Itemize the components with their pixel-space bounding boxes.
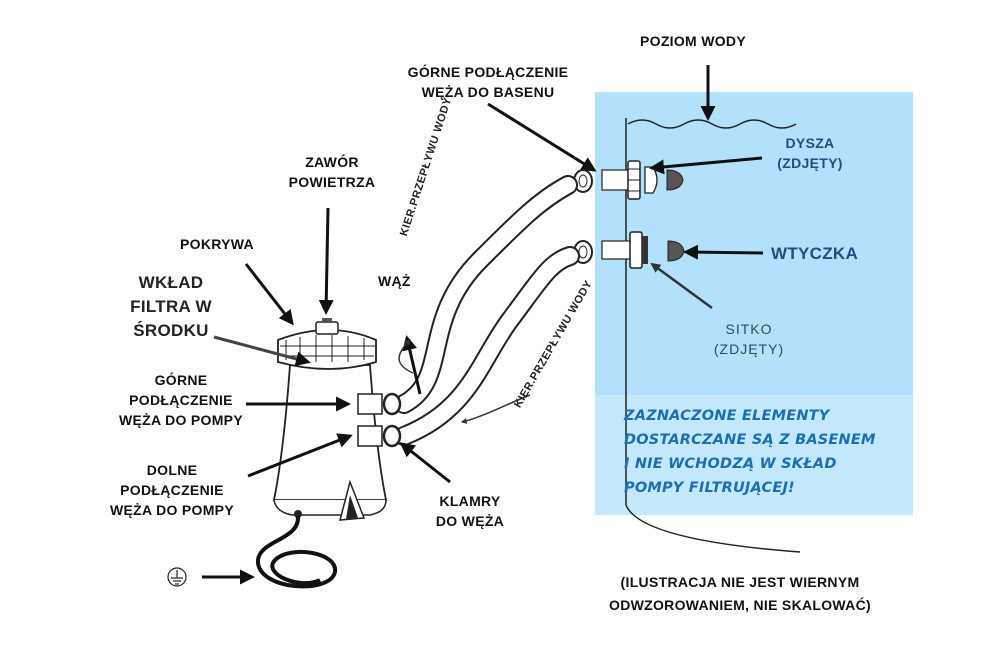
- supplied-with-pool-note: ZAZNACZONE ELEMENTY DOSTARCZANE SĄ Z BAS…: [624, 404, 914, 500]
- clamps-label: KLAMRY DO WĘŻA: [420, 491, 520, 531]
- cover-arrow: [244, 263, 294, 326]
- clamps-line-2: DO WĘŻA: [435, 513, 505, 529]
- lower-pump-label: DOLNE PODŁĄCZENIE WĘŻA DO POMPY: [100, 460, 244, 520]
- water-level-label: POZIOM WODY: [640, 33, 746, 49]
- strainer-line-1: SITKO: [725, 321, 773, 337]
- air-valve-line-1: ZAWÓR: [305, 154, 359, 170]
- disclaimer: (ILUSTRACJA NIE JEST WIERNYM ODWZOROWANI…: [540, 571, 940, 617]
- hose-connector-icon: [573, 169, 593, 264]
- flow-arrow-1: [398, 339, 414, 374]
- note-line-3: I NIE WCHODZĄ W SKŁAD: [624, 456, 837, 472]
- hose-arrow: [402, 335, 422, 395]
- upper-pump-line-1: GÓRNE: [154, 372, 208, 388]
- top-pool-connection-label: GÓRNE PODŁĄCZENIE WĘŻA DO BASENU: [388, 62, 588, 102]
- filter-line-3: ŚRODKU: [133, 321, 209, 340]
- pump-icon: [255, 318, 402, 589]
- plug-label: WTYCZKA: [771, 244, 859, 263]
- upper-pump-label: GÓRNE PODŁĄCZENIE WĘŻA DO POMPY: [118, 370, 244, 430]
- air-valve-arrow: [318, 207, 334, 315]
- disclaimer-line-1: (ILUSTRACJA NIE JEST WIERNYM: [620, 574, 860, 590]
- ground-icon: [167, 567, 187, 587]
- note-line-4: POMPY FILTRUJĄCEJ!: [624, 480, 795, 496]
- top-pool-connection-line-1: GÓRNE PODŁĄCZENIE: [407, 64, 569, 80]
- upper-pump-line-2: PODŁĄCZENIE: [129, 392, 233, 408]
- strainer-icon: [601, 231, 685, 269]
- pool-note-area: [595, 395, 913, 515]
- nozzle-line-2: (ZDJĘTY): [777, 155, 843, 171]
- hose-label: WĄŻ: [378, 273, 411, 289]
- pool-wall: [625, 118, 801, 553]
- top-pool-connection-arrow: [487, 102, 597, 172]
- filter-line-2: FILTRA W: [130, 297, 212, 316]
- strainer-arrow: [650, 262, 713, 310]
- strainer-line-2: (ZDJĘTY): [713, 341, 785, 357]
- nozzle-line-1: DYSZA: [785, 135, 835, 151]
- note-line-1: ZAZNACZONE ELEMENTY: [624, 408, 830, 424]
- filter-line-1: WKŁAD: [138, 273, 204, 292]
- hose-icon: [394, 175, 580, 446]
- lower-pump-line-1: DOLNE: [146, 462, 198, 478]
- lower-pump-arrow: [247, 433, 353, 478]
- air-valve-line-2: POWIETRZA: [288, 174, 376, 190]
- water-surface: [627, 119, 797, 129]
- clamps-arrow: [399, 442, 451, 484]
- plug-arrow: [683, 244, 764, 260]
- air-valve-label: ZAWÓR POWIETRZA: [282, 152, 382, 192]
- nozzle-icon: [601, 160, 684, 200]
- upper-pump-line-3: WĘŻA DO POMPY: [119, 412, 243, 428]
- strainer-label: SITKO (ZDJĘTY): [704, 319, 794, 359]
- flow-arrow-2: [460, 394, 531, 424]
- cover-label: POKRYWA: [180, 236, 254, 252]
- disclaimer-line-2: ODWZOROWANIEM, NIE SKALOWAĆ): [609, 597, 871, 613]
- top-pool-connection-line-2: WĘŻA DO BASENU: [421, 84, 555, 100]
- nozzle-arrow: [649, 156, 763, 175]
- note-line-2: DOSTARCZANE SĄ Z BASENEM: [624, 432, 876, 448]
- lower-pump-line-3: WĘŻA DO POMPY: [110, 502, 234, 518]
- lower-pump-line-2: PODŁĄCZENIE: [120, 482, 224, 498]
- clamps-line-1: KLAMRY: [439, 493, 501, 509]
- filter-label: WKŁAD FILTRA W ŚRODKU: [118, 271, 224, 343]
- nozzle-label: DYSZA (ZDJĘTY): [762, 133, 858, 173]
- filter-arrow: [213, 335, 311, 367]
